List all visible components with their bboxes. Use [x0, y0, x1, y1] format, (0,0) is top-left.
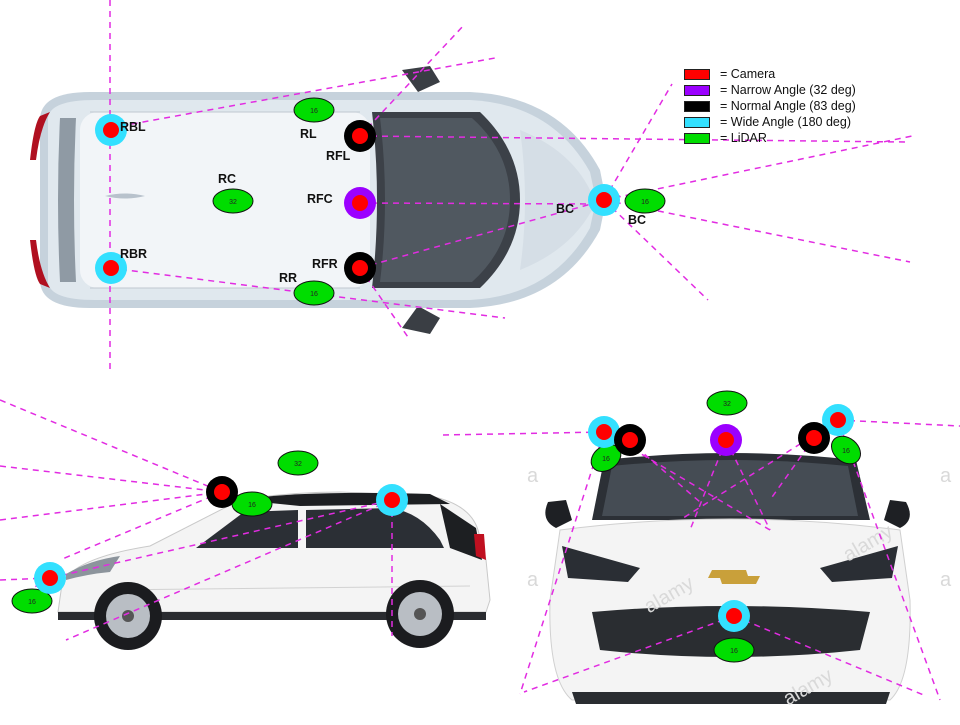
legend-swatch-camera	[684, 68, 710, 80]
label-rbr: RBR	[120, 247, 147, 261]
lidar-front-roof: 32	[706, 390, 748, 416]
lidar-side-nose: 16	[11, 588, 53, 614]
label-rbl: RBL	[120, 120, 146, 134]
svg-text:16: 16	[602, 456, 610, 463]
top-view-car	[30, 66, 606, 334]
camera-sensors	[34, 114, 854, 632]
legend-item-camera: = Camera	[684, 66, 856, 82]
camera-narrow-front	[710, 424, 742, 456]
legend-swatch-normal	[684, 100, 710, 112]
svg-text:32: 32	[229, 199, 237, 206]
camera-normal-front-right	[798, 422, 830, 454]
lidar-top-rl: 16	[293, 97, 335, 123]
watermark-letter: a	[940, 569, 952, 591]
svg-text:16: 16	[842, 448, 850, 455]
front-view-car: alamy alamy alamy a a a a	[512, 432, 960, 720]
lidar-sensors: 16 16 32 16 32 16 16 32	[11, 97, 861, 663]
lidar-top-bc: 16	[624, 188, 666, 214]
lidar-side-roof: 32	[277, 450, 319, 476]
lidar-front-right: 16	[831, 435, 861, 465]
legend-item-narrow: = Narrow Angle (32 deg)	[684, 82, 856, 98]
svg-text:16: 16	[641, 199, 649, 206]
camera-wide-rbr	[95, 252, 127, 284]
camera-wide-bc	[588, 184, 620, 216]
camera-wide-front-grille	[718, 600, 750, 632]
svg-text:16: 16	[310, 108, 318, 115]
svg-text:32: 32	[294, 461, 302, 468]
label-rr: RR	[279, 271, 297, 285]
label-rfc: RFC	[307, 192, 333, 206]
legend-item-wide: = Wide Angle (180 deg)	[684, 114, 856, 130]
camera-normal-rfr	[344, 252, 376, 284]
side-view-car	[57, 491, 491, 650]
watermark-letter: a	[527, 569, 539, 591]
camera-wide-front-left	[588, 416, 620, 448]
legend-label-normal: = Normal Angle (83 deg)	[720, 99, 856, 113]
camera-normal-front-left	[614, 424, 646, 456]
sensor-labels: RBL RBR RL RR RFL RFR RFC RC BC BC	[120, 120, 646, 285]
camera-wide-side-nose	[34, 562, 66, 594]
camera-normal-rfl	[344, 120, 376, 152]
lidar-top-rr: 16	[293, 280, 335, 306]
legend-label-camera: = Camera	[720, 67, 776, 81]
label-bc-left: BC	[556, 202, 574, 216]
camera-normal-side	[206, 476, 238, 508]
lidar-side-front: 16	[231, 491, 273, 517]
legend-label-lidar: = LiDAR	[720, 131, 767, 145]
svg-text:16: 16	[310, 291, 318, 298]
legend-label-wide: = Wide Angle (180 deg)	[720, 115, 851, 129]
lidar-front-grille: 16	[713, 637, 755, 663]
legend-swatch-wide	[684, 116, 710, 128]
watermark-letter: a	[527, 465, 539, 487]
lidar-top-rc: 32	[212, 188, 254, 214]
legend: = Camera = Narrow Angle (32 deg) = Norma…	[684, 66, 856, 146]
svg-text:32: 32	[723, 401, 731, 408]
label-rc: RC	[218, 172, 236, 186]
legend-label-narrow: = Narrow Angle (32 deg)	[720, 83, 856, 97]
legend-item-normal: = Normal Angle (83 deg)	[684, 98, 856, 114]
label-rfl: RFL	[326, 149, 351, 163]
label-bc-right: BC	[628, 213, 646, 227]
watermark-letter: a	[940, 465, 952, 487]
label-rfr: RFR	[312, 257, 338, 271]
svg-text:16: 16	[248, 502, 256, 509]
fov-lines	[0, 0, 960, 701]
legend-item-lidar: = LiDAR	[684, 130, 856, 146]
camera-wide-side-rear	[376, 484, 408, 516]
legend-swatch-lidar	[684, 132, 710, 144]
svg-text:16: 16	[730, 648, 738, 655]
camera-wide-front-right	[822, 404, 854, 436]
label-rl: RL	[300, 127, 317, 141]
legend-swatch-narrow	[684, 84, 710, 96]
svg-text:16: 16	[28, 599, 36, 606]
camera-narrow-rfc	[344, 187, 376, 219]
camera-wide-rbl	[95, 114, 127, 146]
